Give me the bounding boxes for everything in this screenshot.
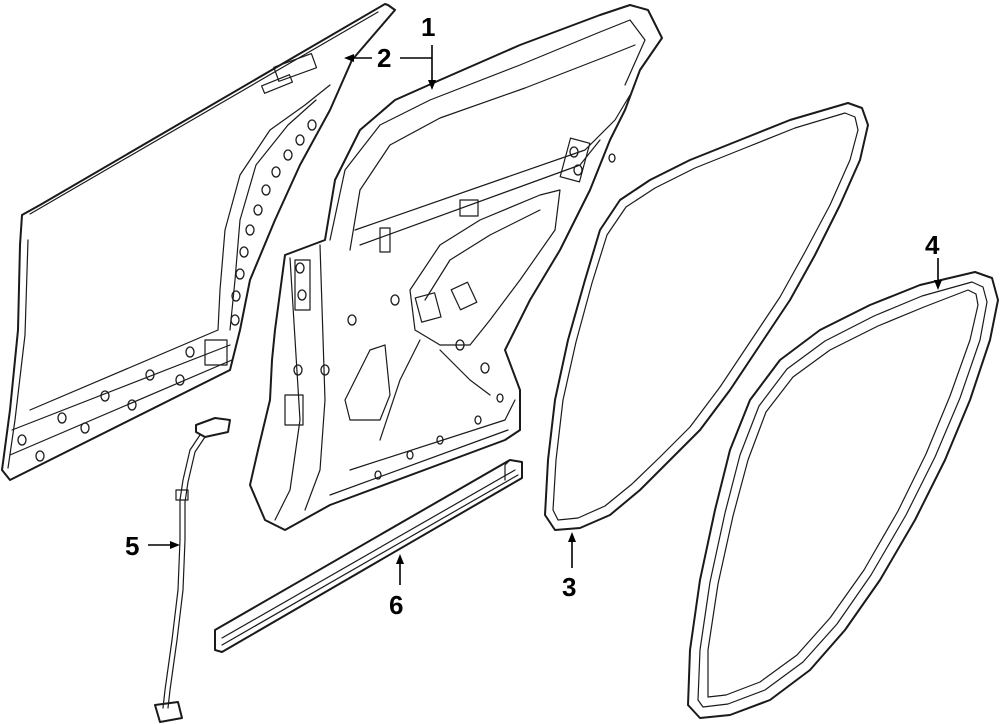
outer-panel-holes [17, 119, 317, 462]
callout-4: 4 [925, 230, 940, 260]
callout-2: 2 [377, 43, 391, 73]
callout-1: 1 [421, 12, 435, 42]
body-side-weatherstrip [687, 271, 999, 719]
lower-moulding-strip [214, 459, 523, 653]
callout-6: 6 [389, 590, 403, 620]
door-opening-seal [544, 102, 869, 531]
door-shell-frame [249, 4, 663, 531]
callout-leaders [148, 45, 942, 585]
callout-5: 5 [125, 531, 139, 561]
callout-3: 3 [562, 572, 576, 602]
outer-door-panel [1, 3, 396, 481]
wire-harness [154, 417, 231, 723]
